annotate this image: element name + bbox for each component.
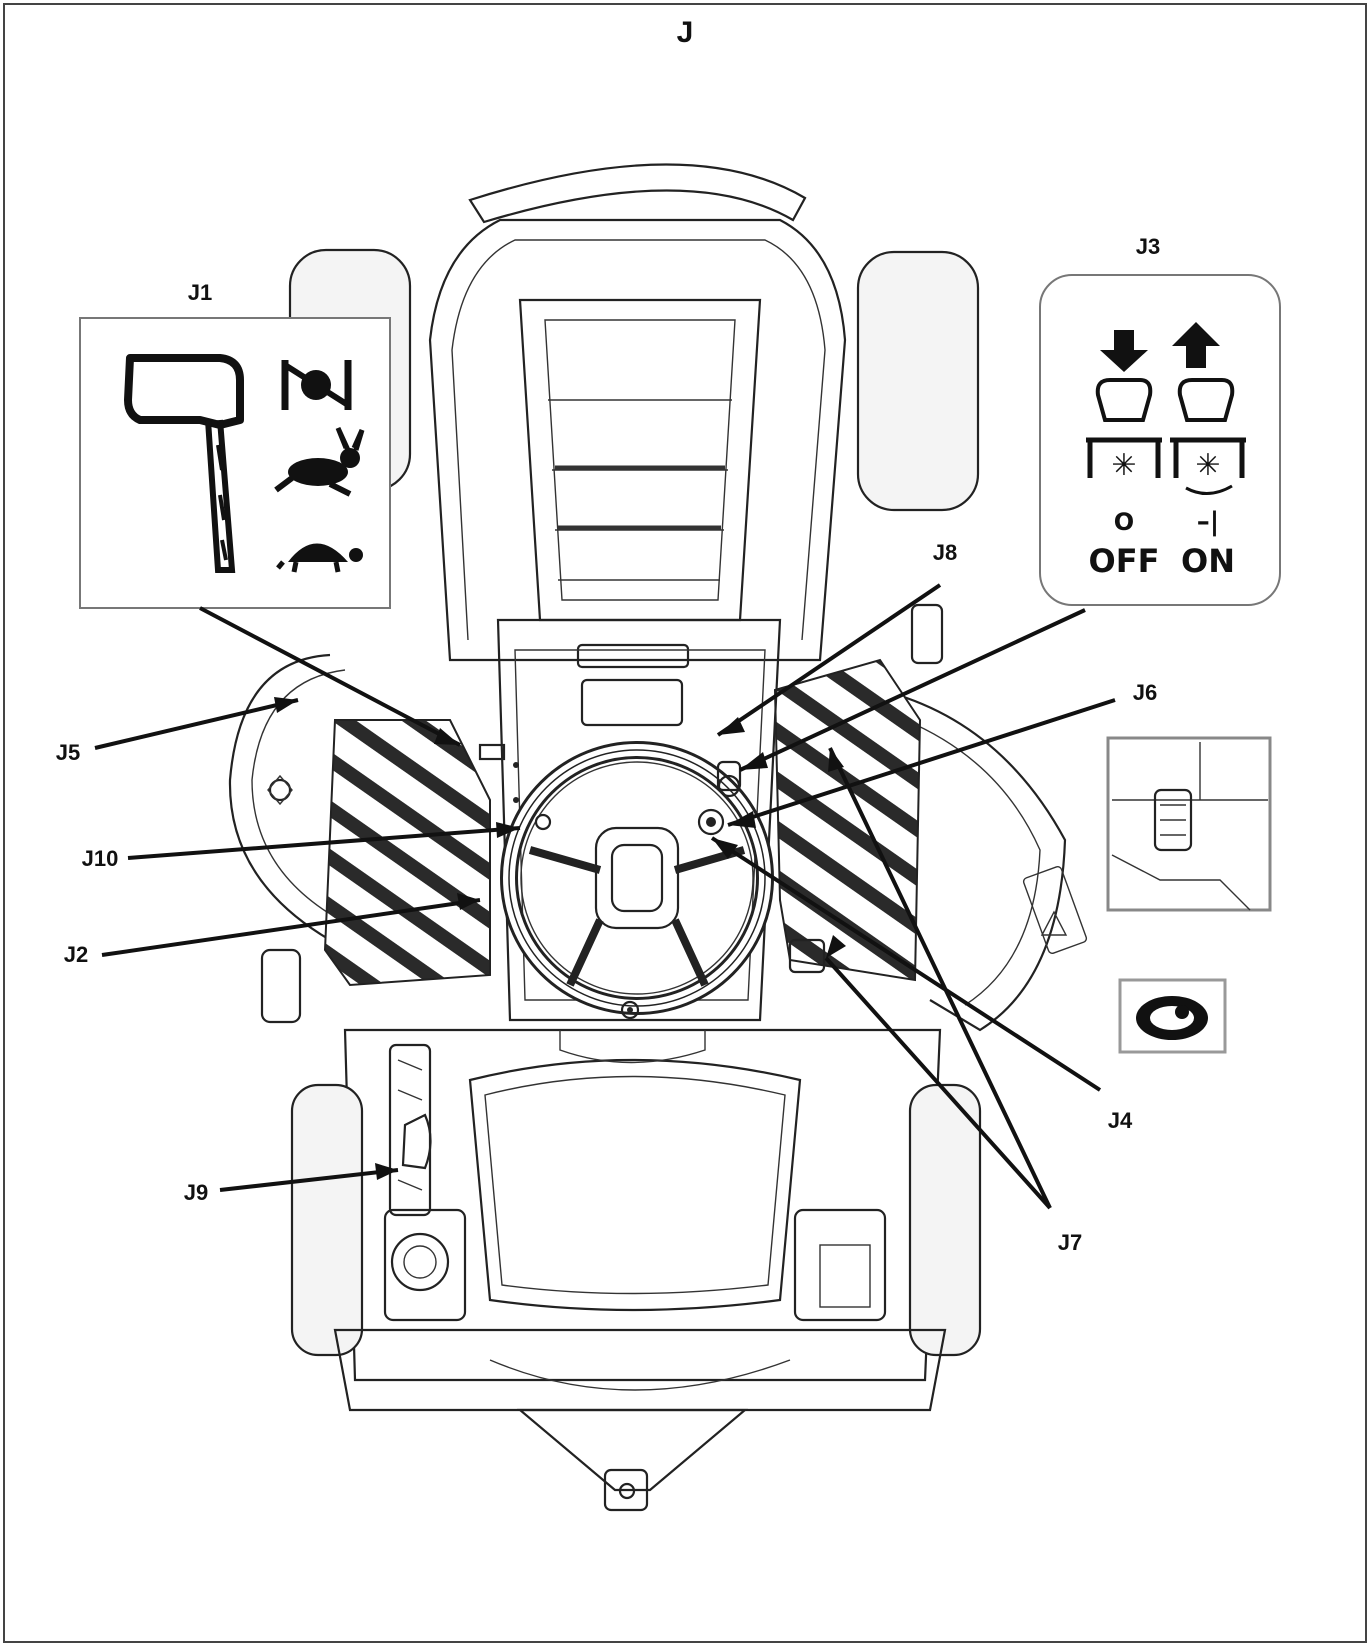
j6-arrow xyxy=(727,698,1116,827)
on-symbol: –| xyxy=(1197,507,1220,537)
front-bumper xyxy=(468,163,807,224)
label-j7: J7 xyxy=(1058,1230,1082,1255)
console-indicator-left xyxy=(534,813,552,831)
j2-arrow xyxy=(101,898,481,957)
label-j6: J6 xyxy=(1133,680,1157,705)
j7-arrow-upper xyxy=(828,747,1052,1209)
label-j10: J10 xyxy=(82,846,119,871)
front-right-tire xyxy=(856,250,980,512)
fuel-cap xyxy=(390,1232,450,1292)
hood xyxy=(428,218,847,662)
grille-slats xyxy=(548,399,732,581)
j7-arrow-pedal xyxy=(824,956,1052,1210)
j1-arrow xyxy=(199,606,461,747)
label-j9: J9 xyxy=(184,1180,208,1205)
j7-pedal xyxy=(788,938,826,974)
dash-display xyxy=(580,678,684,727)
label-j4: J4 xyxy=(1108,1108,1133,1133)
j10-arrow xyxy=(127,826,521,860)
arrow-up-icon xyxy=(1172,322,1220,368)
j4-arrow xyxy=(710,836,1102,1092)
left-footrest xyxy=(323,719,491,987)
label-j2: J2 xyxy=(64,942,88,967)
hood-grille xyxy=(518,298,762,622)
rear-left-compartment xyxy=(383,1208,467,1322)
j3-pto-knob xyxy=(716,760,742,792)
blade-disengaged-icon: ✳ xyxy=(1086,378,1162,483)
j1-throttle-lever xyxy=(478,743,506,761)
label-j5: J5 xyxy=(56,740,80,765)
arrow-down-icon xyxy=(1100,330,1148,372)
engine-icon-sticker xyxy=(1118,978,1227,1054)
hitch xyxy=(603,1468,649,1512)
detail-inset xyxy=(1106,736,1272,912)
rear-bumper xyxy=(333,1328,947,1412)
mower-top-view xyxy=(228,163,1088,1512)
label-j8: J8 xyxy=(933,540,957,565)
on-label: ON xyxy=(1181,542,1235,580)
throttle-lever-icon xyxy=(124,354,244,573)
label-j1: J1 xyxy=(188,280,212,305)
rabbit-fast-icon xyxy=(274,426,365,497)
hitch-plate xyxy=(516,1408,749,1492)
rear-body xyxy=(343,1028,942,1382)
rear-right-tire xyxy=(908,1083,982,1357)
leader-lines xyxy=(94,583,1116,1210)
warning-sticker xyxy=(1022,865,1088,955)
off-symbol: O xyxy=(1114,508,1134,536)
choke-icon xyxy=(281,360,352,410)
j9-height-lever xyxy=(401,1113,432,1170)
diagram-title: J xyxy=(677,16,694,49)
svg-text:✳: ✳ xyxy=(1111,448,1136,483)
steering-wheel xyxy=(500,741,774,1015)
j9-height-lever-slot xyxy=(388,1043,432,1217)
j5-arrow xyxy=(94,698,299,750)
deck-knob-left xyxy=(260,948,302,1024)
deck-knob-right xyxy=(910,603,944,665)
j9-arrow xyxy=(219,1168,399,1192)
right-footrest xyxy=(773,658,922,982)
blade-engaged-icon: ✳ xyxy=(1170,378,1246,495)
cutting-deck-left xyxy=(228,653,331,941)
label-j3: J3 xyxy=(1136,234,1160,259)
outer-border xyxy=(3,3,1367,1643)
j4-key-switch xyxy=(697,808,725,836)
turtle-slow-icon xyxy=(276,543,363,573)
svg-text:✳: ✳ xyxy=(1195,448,1220,483)
seat xyxy=(468,1058,802,1312)
rear-left-tire xyxy=(290,1083,364,1357)
j8-arrow xyxy=(716,583,942,737)
off-label: OFF xyxy=(1089,542,1160,580)
j3-arrow xyxy=(739,608,1086,772)
discharge-chute xyxy=(879,688,1067,1032)
rear-right-compartment xyxy=(793,1208,887,1322)
arrow-heads xyxy=(274,697,846,1180)
